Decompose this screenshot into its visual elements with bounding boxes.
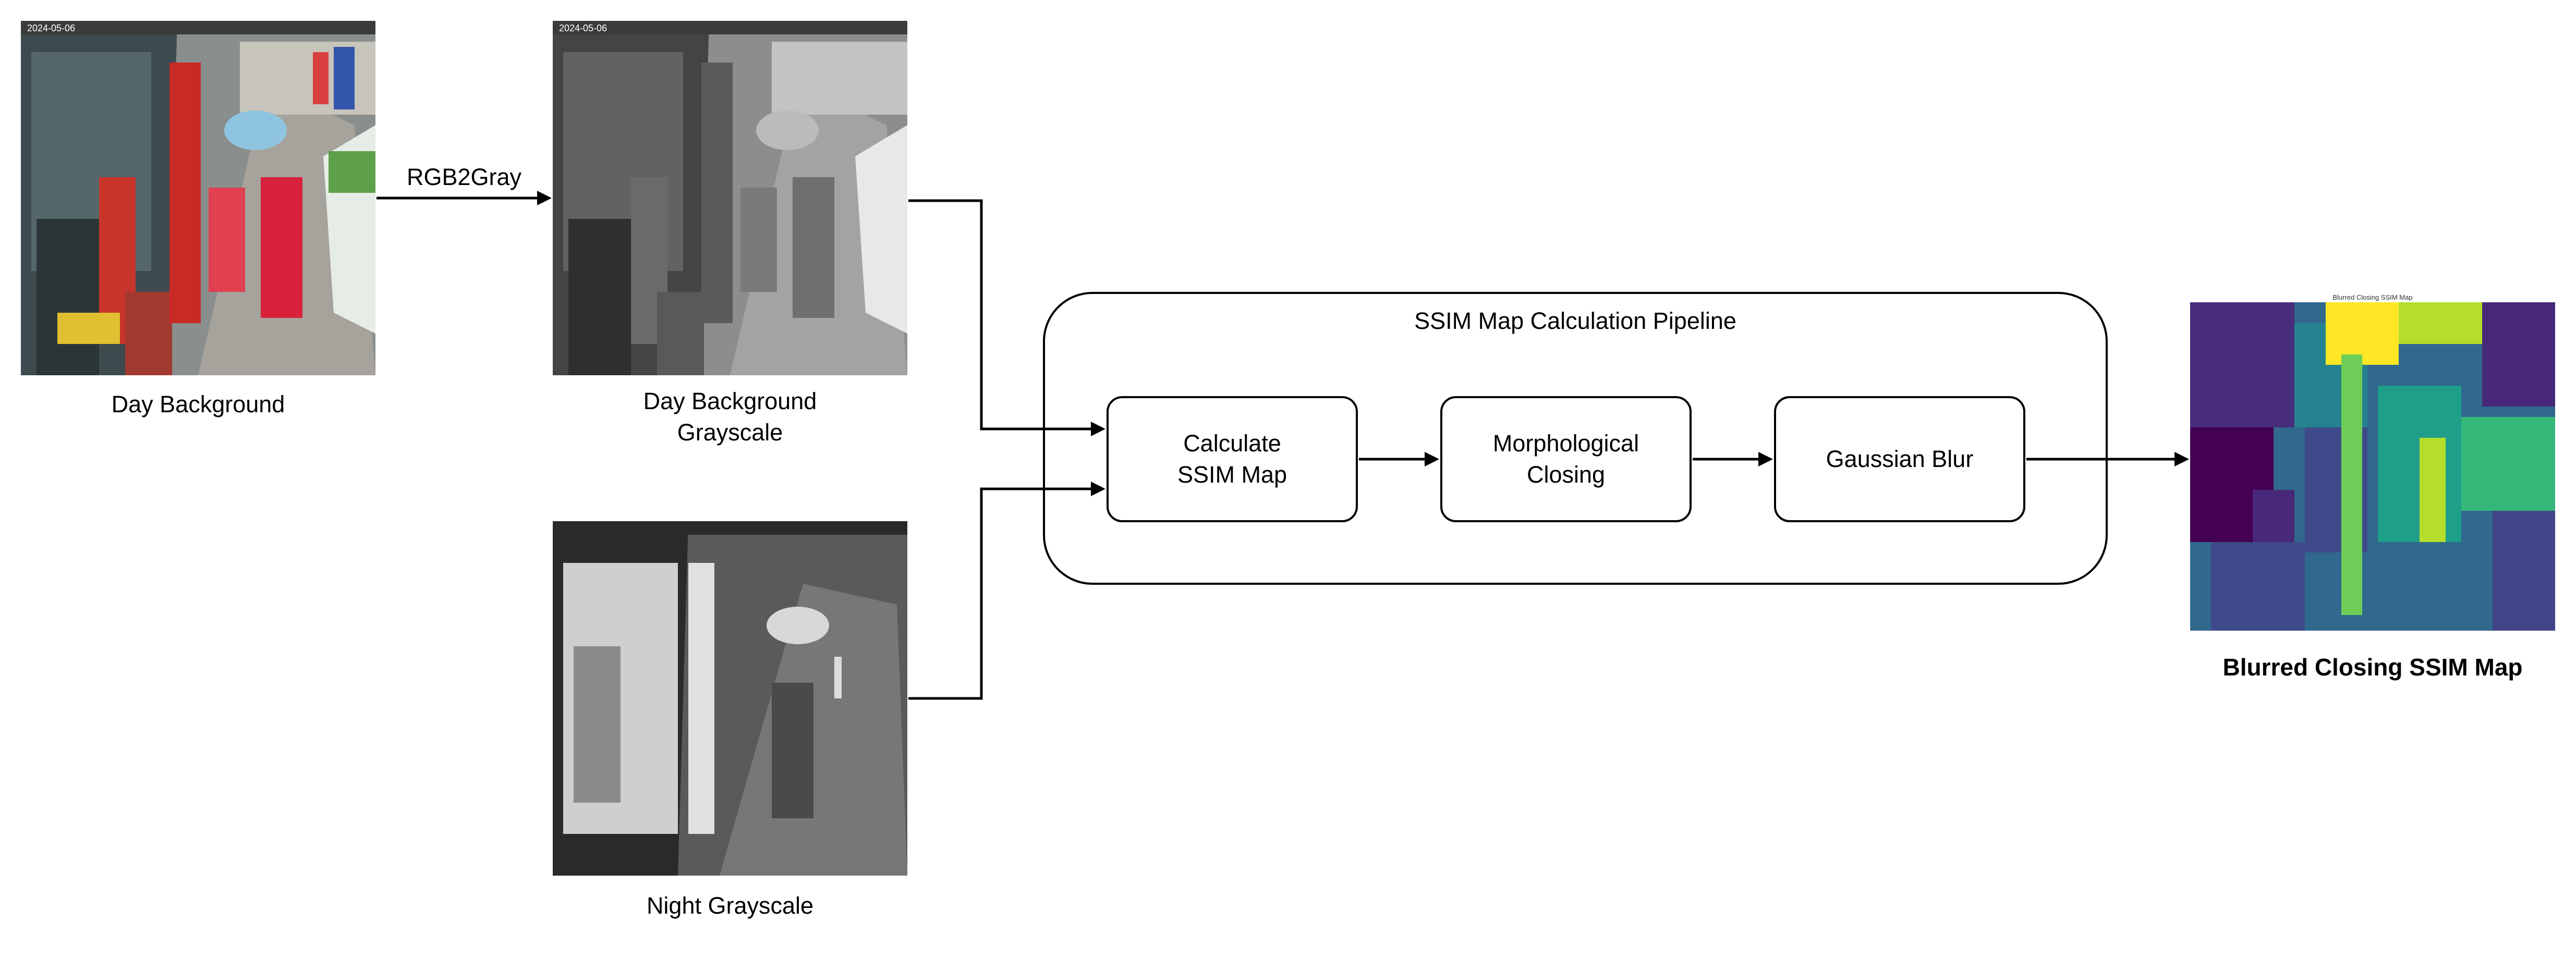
ssim-pipeline-group: [1043, 292, 2108, 585]
gaussian-blur-step: Gaussian Blur: [1774, 396, 2025, 522]
blurred-closing-ssim-map-caption: Blurred Closing SSIM Map: [2222, 654, 2523, 681]
ssim-map-inner-title: Blurred Closing SSIM Map: [2332, 293, 2412, 301]
morphological-closing-label: Morphological Closing: [1492, 430, 1639, 488]
day-grayscale-timestamp: 2024-05-06: [559, 23, 607, 33]
gaussian-blur-label: Gaussian Blur: [1826, 446, 1974, 472]
night-grayscale-caption: Night Grayscale: [646, 892, 814, 919]
calculate-ssim-map-label: Calculate SSIM Map: [1177, 430, 1287, 488]
morphological-closing-step: Morphological Closing: [1440, 396, 1692, 522]
night-grayscale-photo: [553, 521, 907, 876]
ssim-pipeline-title: SSIM Map Calculation Pipeline: [1414, 308, 1736, 334]
day-background-caption: Day Background: [111, 391, 285, 417]
calculate-ssim-map-step: Calculate SSIM Map: [1107, 396, 1358, 522]
arrowhead-grayscale: [537, 191, 552, 205]
blurred-closing-ssim-map-image: Blurred Closing SSIM Map: [2190, 292, 2555, 631]
day-background-photo: 2024-05-06: [21, 21, 375, 375]
day-background-grayscale-caption: Day Background Grayscale: [643, 388, 817, 446]
day-background-grayscale-photo: 2024-05-06: [553, 21, 907, 375]
day-background-timestamp: 2024-05-06: [27, 23, 75, 33]
rgb2gray-edge-label: RGB2Gray: [406, 164, 522, 190]
arrowhead-output: [2174, 452, 2189, 466]
